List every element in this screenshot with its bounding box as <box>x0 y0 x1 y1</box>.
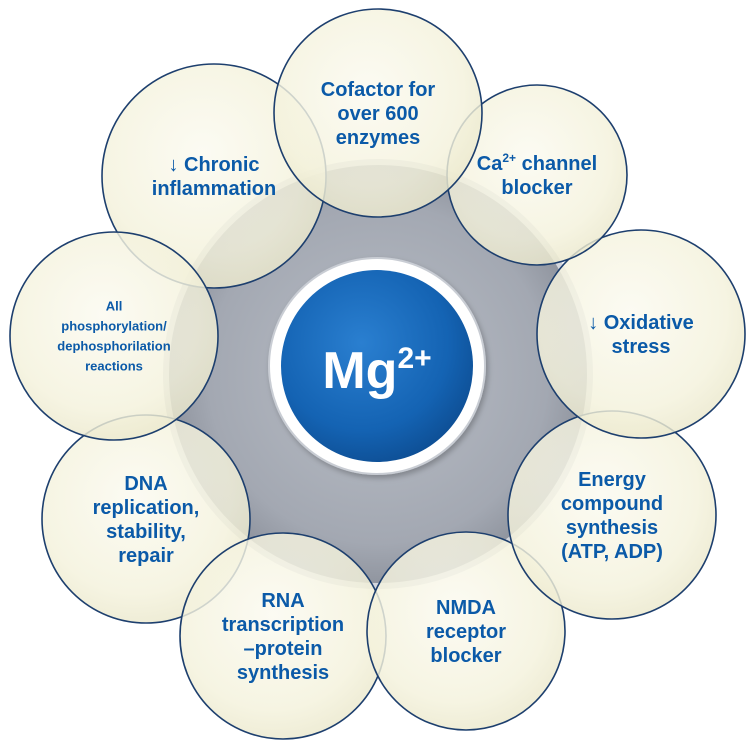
petal-text-line: NMDA <box>436 597 496 619</box>
center-node: Mg2+ <box>268 257 486 475</box>
petal-text-line: ↓ Oxidative <box>588 312 694 334</box>
petal-text-line: Ca2+ channel <box>477 151 597 175</box>
petal-text-line: replication, <box>93 497 200 519</box>
petal-text-line: reactions <box>85 359 143 374</box>
petal-text-line: (ATP, ADP) <box>561 541 663 563</box>
petal-text-line: dephosphorilation <box>57 339 170 354</box>
petal-text-line: enzymes <box>336 127 421 149</box>
petal-text-line: transcription <box>222 614 344 636</box>
petal-text-line: phosphorylation/ <box>61 319 167 334</box>
petal-text-line: repair <box>118 545 174 567</box>
petal-text-line: stability, <box>106 521 186 543</box>
petal-text-line: synthesis <box>566 517 658 539</box>
petal-text-main: Ca <box>477 153 503 175</box>
petal-text-line: DNA <box>124 473 167 495</box>
center-circle <box>281 270 473 462</box>
petal-text-line: Cofactor for <box>321 79 436 101</box>
petal-text-line: –protein <box>244 638 323 660</box>
petal-circle <box>536 229 746 439</box>
petal-text-line: synthesis <box>237 662 329 684</box>
center-symbol: Mg <box>322 342 397 400</box>
petal-text-line: Energy <box>578 469 647 491</box>
petal-text-line: compound <box>561 493 663 515</box>
petal-text-line: blocker <box>501 177 572 199</box>
petal-circle <box>366 531 566 731</box>
petal-phosphorylation: All phosphorylation/dephosphorilation reac… <box>9 231 219 441</box>
petal-text-line: over 600 <box>337 103 418 125</box>
petal-text-line: All <box>106 299 123 314</box>
petal-text-line: inflammation <box>152 178 276 200</box>
petal-text-line: stress <box>612 336 671 358</box>
petal-text-line: RNA <box>261 590 304 612</box>
petal-circle <box>9 231 219 441</box>
function-petals: ↓ ChronicinflammationDNAreplication,stab… <box>9 8 746 740</box>
petal-text-line: receptor <box>426 621 506 643</box>
petal-text-superscript: 2+ <box>502 151 516 165</box>
petal-text-line: blocker <box>430 645 501 667</box>
petal-text-suffix: channel <box>516 153 597 175</box>
petal-circle <box>273 8 483 218</box>
center-charge: 2+ <box>397 342 431 375</box>
center-label: Mg2+ <box>322 342 431 400</box>
petal-text-line: ↓ Chronic <box>168 154 259 176</box>
